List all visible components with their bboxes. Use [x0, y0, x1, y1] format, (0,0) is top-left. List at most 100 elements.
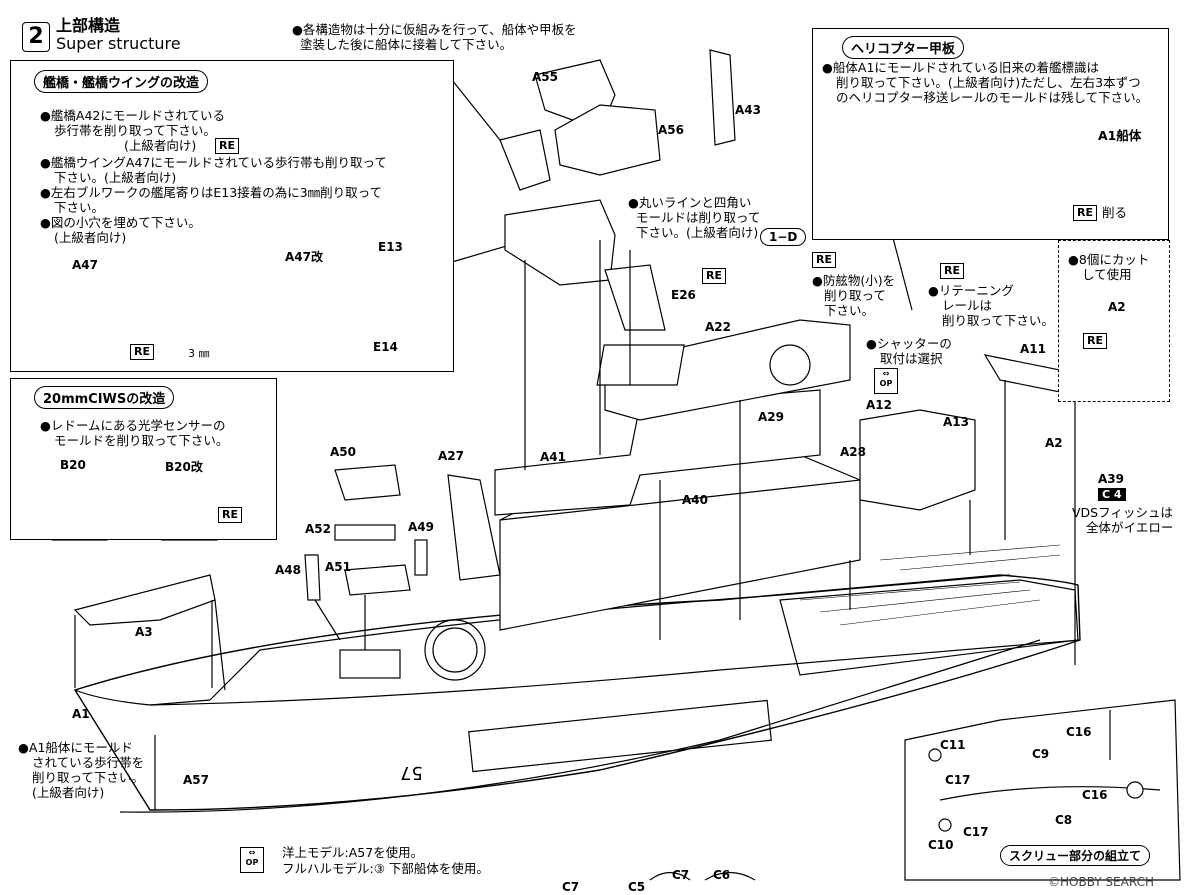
fender-note-line3: 下さい。 [824, 303, 875, 318]
part-label: A50 [330, 445, 356, 459]
section-title-en: Super structure [56, 34, 181, 53]
op-icon: ⇔OP [240, 847, 264, 873]
dim-3mm: 3 ㎜ [188, 347, 210, 360]
re-badge: RE [215, 138, 239, 154]
part-wing [499, 129, 551, 191]
part-label: A55 [532, 70, 558, 84]
bridge-box-title: 艦橋・艦橋ウイングの改造 [34, 70, 209, 93]
part-label: A57 [183, 773, 209, 787]
heli-line3: のヘリコプター移送レールのモールドは残して下さい。 [836, 90, 1149, 105]
re-badge: RE [218, 507, 242, 523]
part-label: A56 [658, 123, 684, 137]
general-note-line2: 塗装した後に船体に接着して下さい。 [300, 37, 513, 52]
hull-deck-edge [149, 639, 1081, 706]
part-label: A2 [1045, 436, 1063, 450]
part-a41 [494, 389, 821, 516]
bridge-item3-line2: 下さい。 [54, 200, 105, 215]
part-label: A29 [758, 410, 784, 424]
hull-number: 57 [400, 762, 423, 783]
part-label: C10 [928, 838, 954, 852]
re-badge: RE [1073, 205, 1097, 221]
part-label: C16 [1082, 788, 1108, 802]
hull-bow-line [74, 689, 211, 706]
part-label: A43 [735, 103, 761, 117]
bridge-item4-note: (上級者向け) [54, 230, 127, 245]
re-badge: RE [940, 263, 964, 279]
part-label: A13 [943, 415, 969, 429]
heli-deck [779, 579, 1079, 676]
part-label: C17 [963, 825, 989, 839]
part-label: A41 [540, 450, 566, 464]
color-code-c4: C 4 [1098, 488, 1126, 501]
part-label: E26 [671, 288, 696, 302]
vds-note-line1: VDSフィッシュは [1072, 505, 1173, 520]
part-label: C6 [713, 868, 731, 882]
heli-line1: ●船体A1にモールドされている旧来の着艦標識は [822, 60, 1100, 75]
screw-box-title: スクリュー部分の組立て [1000, 845, 1151, 866]
part-label: C16 [1066, 725, 1092, 739]
part-a43 [709, 49, 736, 146]
re-badge: RE [812, 252, 836, 268]
label-e14: E14 [373, 340, 398, 354]
deck-hatch [339, 649, 401, 679]
heli-deck-box [812, 28, 1169, 240]
part-bridge-a42 [504, 199, 616, 286]
part-label: C7 [672, 868, 690, 882]
part-label: A51 [325, 560, 351, 574]
bridge-item1-line2: 歩行帯を削り取って下さい。 [54, 123, 216, 138]
heli-box-title: ヘリコプター甲板 [842, 36, 965, 59]
cut-line2: して使用 [1082, 267, 1132, 282]
bridge-item2-line2: 下さい。(上級者向け) [54, 170, 177, 185]
bridge-item3-line1: ●左右ブルワークの艦尾寄りはE13接着の為に3㎜削り取って [40, 185, 383, 200]
part-a52 [334, 524, 396, 541]
label-a1-hull: A1船体 [1098, 128, 1142, 143]
bridge-item1-line3: (上級者向け) [124, 138, 197, 153]
section-number: 2 [22, 22, 50, 52]
label-a47: A47 [72, 258, 98, 272]
part-label: C7 [562, 880, 580, 894]
bridge-modification-box [10, 60, 454, 372]
heli-line2: 削り取って下さい。(上級者向け)ただし、左右3本ずつ [836, 75, 1141, 90]
general-note-line1: ●各構造物は十分に仮組みを行って、船体や甲板を [292, 22, 577, 37]
part-label: A11 [1020, 342, 1046, 356]
part-a48 [304, 554, 321, 601]
label-a2-cut: A2 [1108, 300, 1126, 314]
part-a12-a13 [859, 409, 976, 511]
ciws-line1: ●レドームにある光学センサーの [40, 418, 226, 433]
cut-line1: ●8個にカット [1068, 252, 1150, 267]
hull-note-line1: ●A1船体にモールド [18, 740, 133, 755]
vds-note-line2: 全体がイエロー [1086, 520, 1174, 535]
round-note-line2: モールドは削り取って [636, 210, 761, 225]
ciws-box-title: 20mmCIWSの改造 [34, 386, 175, 409]
shutter-note-line2: 取付は選択 [880, 351, 943, 366]
part-label: A52 [305, 522, 331, 536]
bridge-box-leader [451, 79, 501, 141]
part-a27 [447, 474, 501, 581]
round-note-line1: ●丸いラインと四角い [628, 195, 752, 210]
part-label: A3 [135, 625, 153, 639]
part-label: A40 [682, 493, 708, 507]
part-label: C17 [945, 773, 971, 787]
part-label: C8 [1055, 813, 1073, 827]
part-e26 [604, 264, 666, 331]
bridge-item2-line1: ●艦橋ウイングA47にモールドされている歩行帯も削り取って [40, 155, 387, 170]
part-label: C9 [1032, 747, 1050, 761]
hull-note-line2: されている歩行帯を [32, 755, 145, 770]
cut-box [1058, 240, 1170, 402]
rail-note-line1: ●リテーニング [928, 283, 1014, 298]
part-label: A12 [866, 398, 892, 412]
part-label: A39 [1098, 472, 1124, 486]
watermark: ©HOBBY SEARCH [1048, 875, 1154, 889]
rail-note-line3: 削り取って下さい。 [942, 313, 1054, 328]
part-label: A22 [705, 320, 731, 334]
screw-box [904, 699, 1181, 881]
bridge-item4: ●図の小穴を埋めて下さい。 [40, 215, 201, 230]
part-label: A28 [840, 445, 866, 459]
heli-box-leader [892, 237, 913, 311]
part-label: A1 [72, 707, 90, 721]
part-a49 [414, 539, 428, 576]
label-a47-mod: A47改 [285, 250, 323, 264]
part-a3 [73, 574, 216, 626]
deck-circle [424, 619, 486, 681]
shutter-note-line1: ●シャッターの [866, 336, 952, 351]
